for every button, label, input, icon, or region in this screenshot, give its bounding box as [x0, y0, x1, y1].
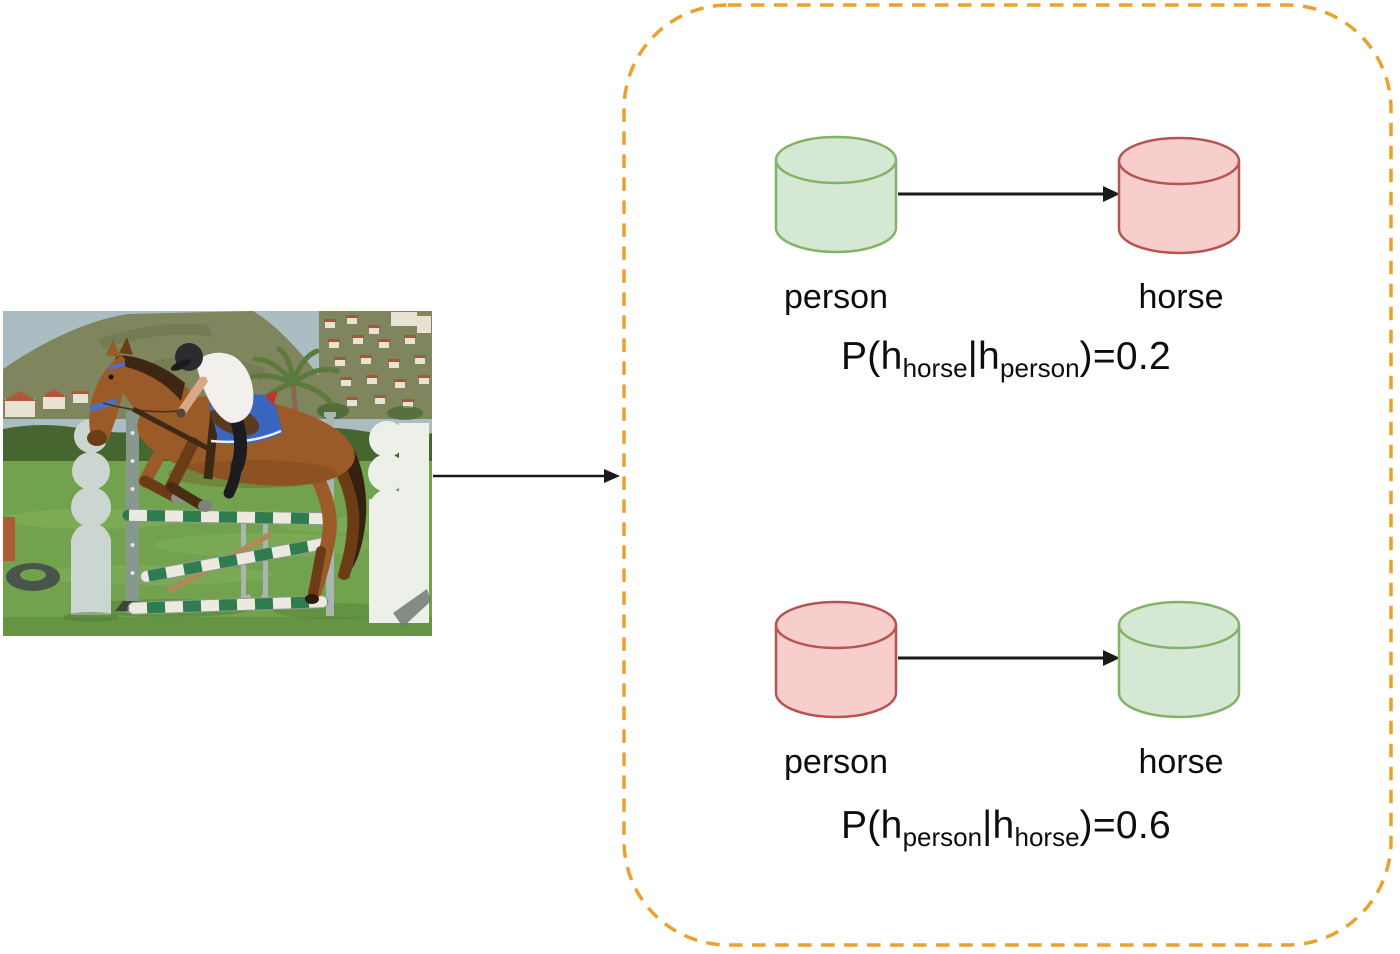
horse-muzzle	[87, 430, 107, 446]
row2-person-label: person	[784, 743, 888, 781]
horse-eye	[108, 374, 114, 380]
photo-to-box-arrow	[433, 469, 620, 483]
hillside-houses	[317, 311, 432, 420]
horse-front-leg-far	[165, 437, 199, 493]
horse-head	[89, 355, 125, 444]
bridle-noseband	[89, 398, 118, 412]
right-jump-wing	[368, 421, 431, 627]
row1-person-cylinder	[774, 135, 898, 254]
row2-horse-cylinder	[1117, 600, 1241, 719]
horse-jumping-photo	[3, 311, 432, 636]
horse-ear	[119, 337, 133, 355]
rust-barrel	[3, 517, 15, 561]
row2-probability-formula: P(hperson|hhorse)=0.6	[840, 804, 1172, 852]
row1-horse-label: horse	[1138, 278, 1224, 316]
horse-mane	[113, 355, 185, 401]
row1-probability-formula: P(hhorse|hperson)=0.2	[840, 335, 1172, 383]
striped-rails	[121, 508, 332, 615]
saddle-pad-flag	[265, 391, 278, 406]
row2-arrow	[898, 650, 1120, 666]
rider-hand	[176, 408, 186, 418]
row1-horse-cylinder	[1117, 136, 1241, 255]
rider	[170, 343, 283, 499]
horse-front-leg-near	[138, 432, 175, 488]
dashed-boundary-box	[622, 3, 1393, 947]
rider-boot	[223, 457, 243, 499]
rein	[102, 402, 180, 413]
row1-person-label: person	[784, 278, 888, 316]
horse-hind-leg-far	[327, 450, 360, 577]
rider-torso	[196, 352, 254, 423]
rider-arm	[178, 376, 208, 415]
row2-person-cylinder	[774, 600, 898, 719]
breast-strap	[131, 406, 215, 454]
row2-horse-label: horse	[1138, 743, 1224, 781]
row1-arrow	[898, 186, 1120, 202]
